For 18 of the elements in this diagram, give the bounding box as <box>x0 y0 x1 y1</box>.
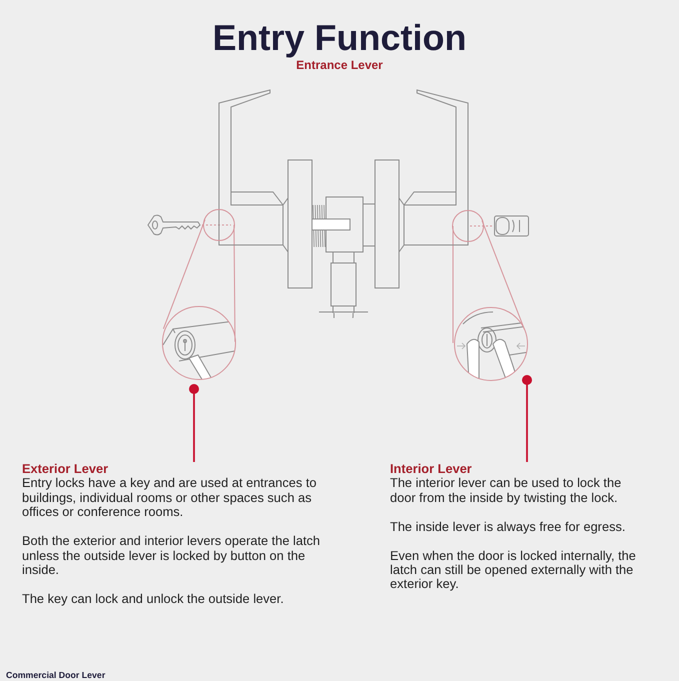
paragraph: Even when the door is locked internally, the latch can still be opened externally with the exterior key. <box>390 548 637 592</box>
detail-circle <box>452 210 484 242</box>
leader-line <box>522 375 532 462</box>
paragraph: The key can lock and unlock the outside lever. <box>22 592 285 606</box>
footer-caption: Commercial Door Lever <box>6 670 106 681</box>
turn-button-closeup <box>452 305 528 381</box>
section-heading: Exterior Lever <box>22 462 110 476</box>
subtitle: Entrance Lever <box>296 58 383 72</box>
paragraph: Entry locks have a key and are used at entrances to buildings, individual rooms or other spaces such as offices or conference rooms. <box>22 476 318 520</box>
detail-circle <box>203 209 235 241</box>
magnifier-line <box>162 219 206 330</box>
paragraph: The inside lever is always free for egress. <box>390 520 626 534</box>
section-heading: Interior Lever <box>390 462 473 476</box>
paragraph: Both the exterior and interior levers operate the latch unless the outside lever is locked by button on the inside. <box>22 534 322 578</box>
title: Entry Function <box>212 18 466 58</box>
paragraph: The interior lever can be used to lock the door from the inside by twisting the lock. <box>390 476 622 506</box>
keyhole-closeup <box>160 304 236 380</box>
leader-line <box>189 384 199 462</box>
